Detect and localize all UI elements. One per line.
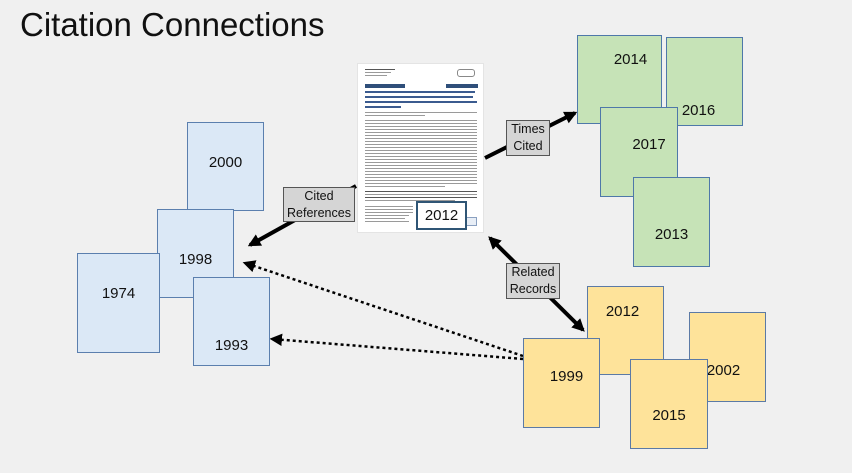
- card-year: 2017: [632, 135, 666, 153]
- cited-reference-card: 1974: [77, 253, 160, 353]
- times-cited-label: Times Cited: [506, 120, 550, 156]
- journal-logo-icon: [457, 69, 475, 77]
- card-year: 2013: [654, 225, 689, 243]
- cited-reference-card: 2000: [187, 122, 264, 211]
- label-line: Cited: [513, 139, 543, 153]
- label-line: Records: [509, 282, 557, 296]
- related-records-label: Related Records: [506, 263, 560, 299]
- card-year: 2015: [652, 406, 686, 424]
- card-year: 2002: [706, 361, 741, 379]
- label-line: References: [287, 205, 351, 220]
- card-year: 2016: [681, 102, 716, 119]
- times-cited-card: 2013: [633, 177, 710, 267]
- card-year: 1993: [214, 337, 249, 354]
- times-cited-card: 2016: [666, 37, 743, 126]
- center-paper-year: 2012: [416, 201, 467, 230]
- label-line: Times: [511, 122, 545, 136]
- card-year: 1974: [101, 284, 136, 302]
- cited-references-label: Cited References: [283, 187, 355, 222]
- page-title: Citation Connections: [20, 6, 325, 43]
- card-year: 1998: [178, 251, 213, 268]
- label-line: Cited: [304, 188, 334, 203]
- card-year: 2012: [605, 303, 640, 320]
- related-record-card: 2015: [630, 359, 708, 449]
- related-dotted-arrow-1998: [242, 260, 524, 358]
- cited-reference-card: 1993: [193, 277, 270, 366]
- card-year: 2000: [208, 154, 243, 171]
- related-dotted-arrow-1993: [269, 333, 524, 361]
- label-line: Related: [511, 265, 555, 279]
- related-record-card: 1999: [523, 338, 600, 428]
- card-year: 2014: [613, 51, 648, 68]
- card-year: 1999: [549, 367, 584, 385]
